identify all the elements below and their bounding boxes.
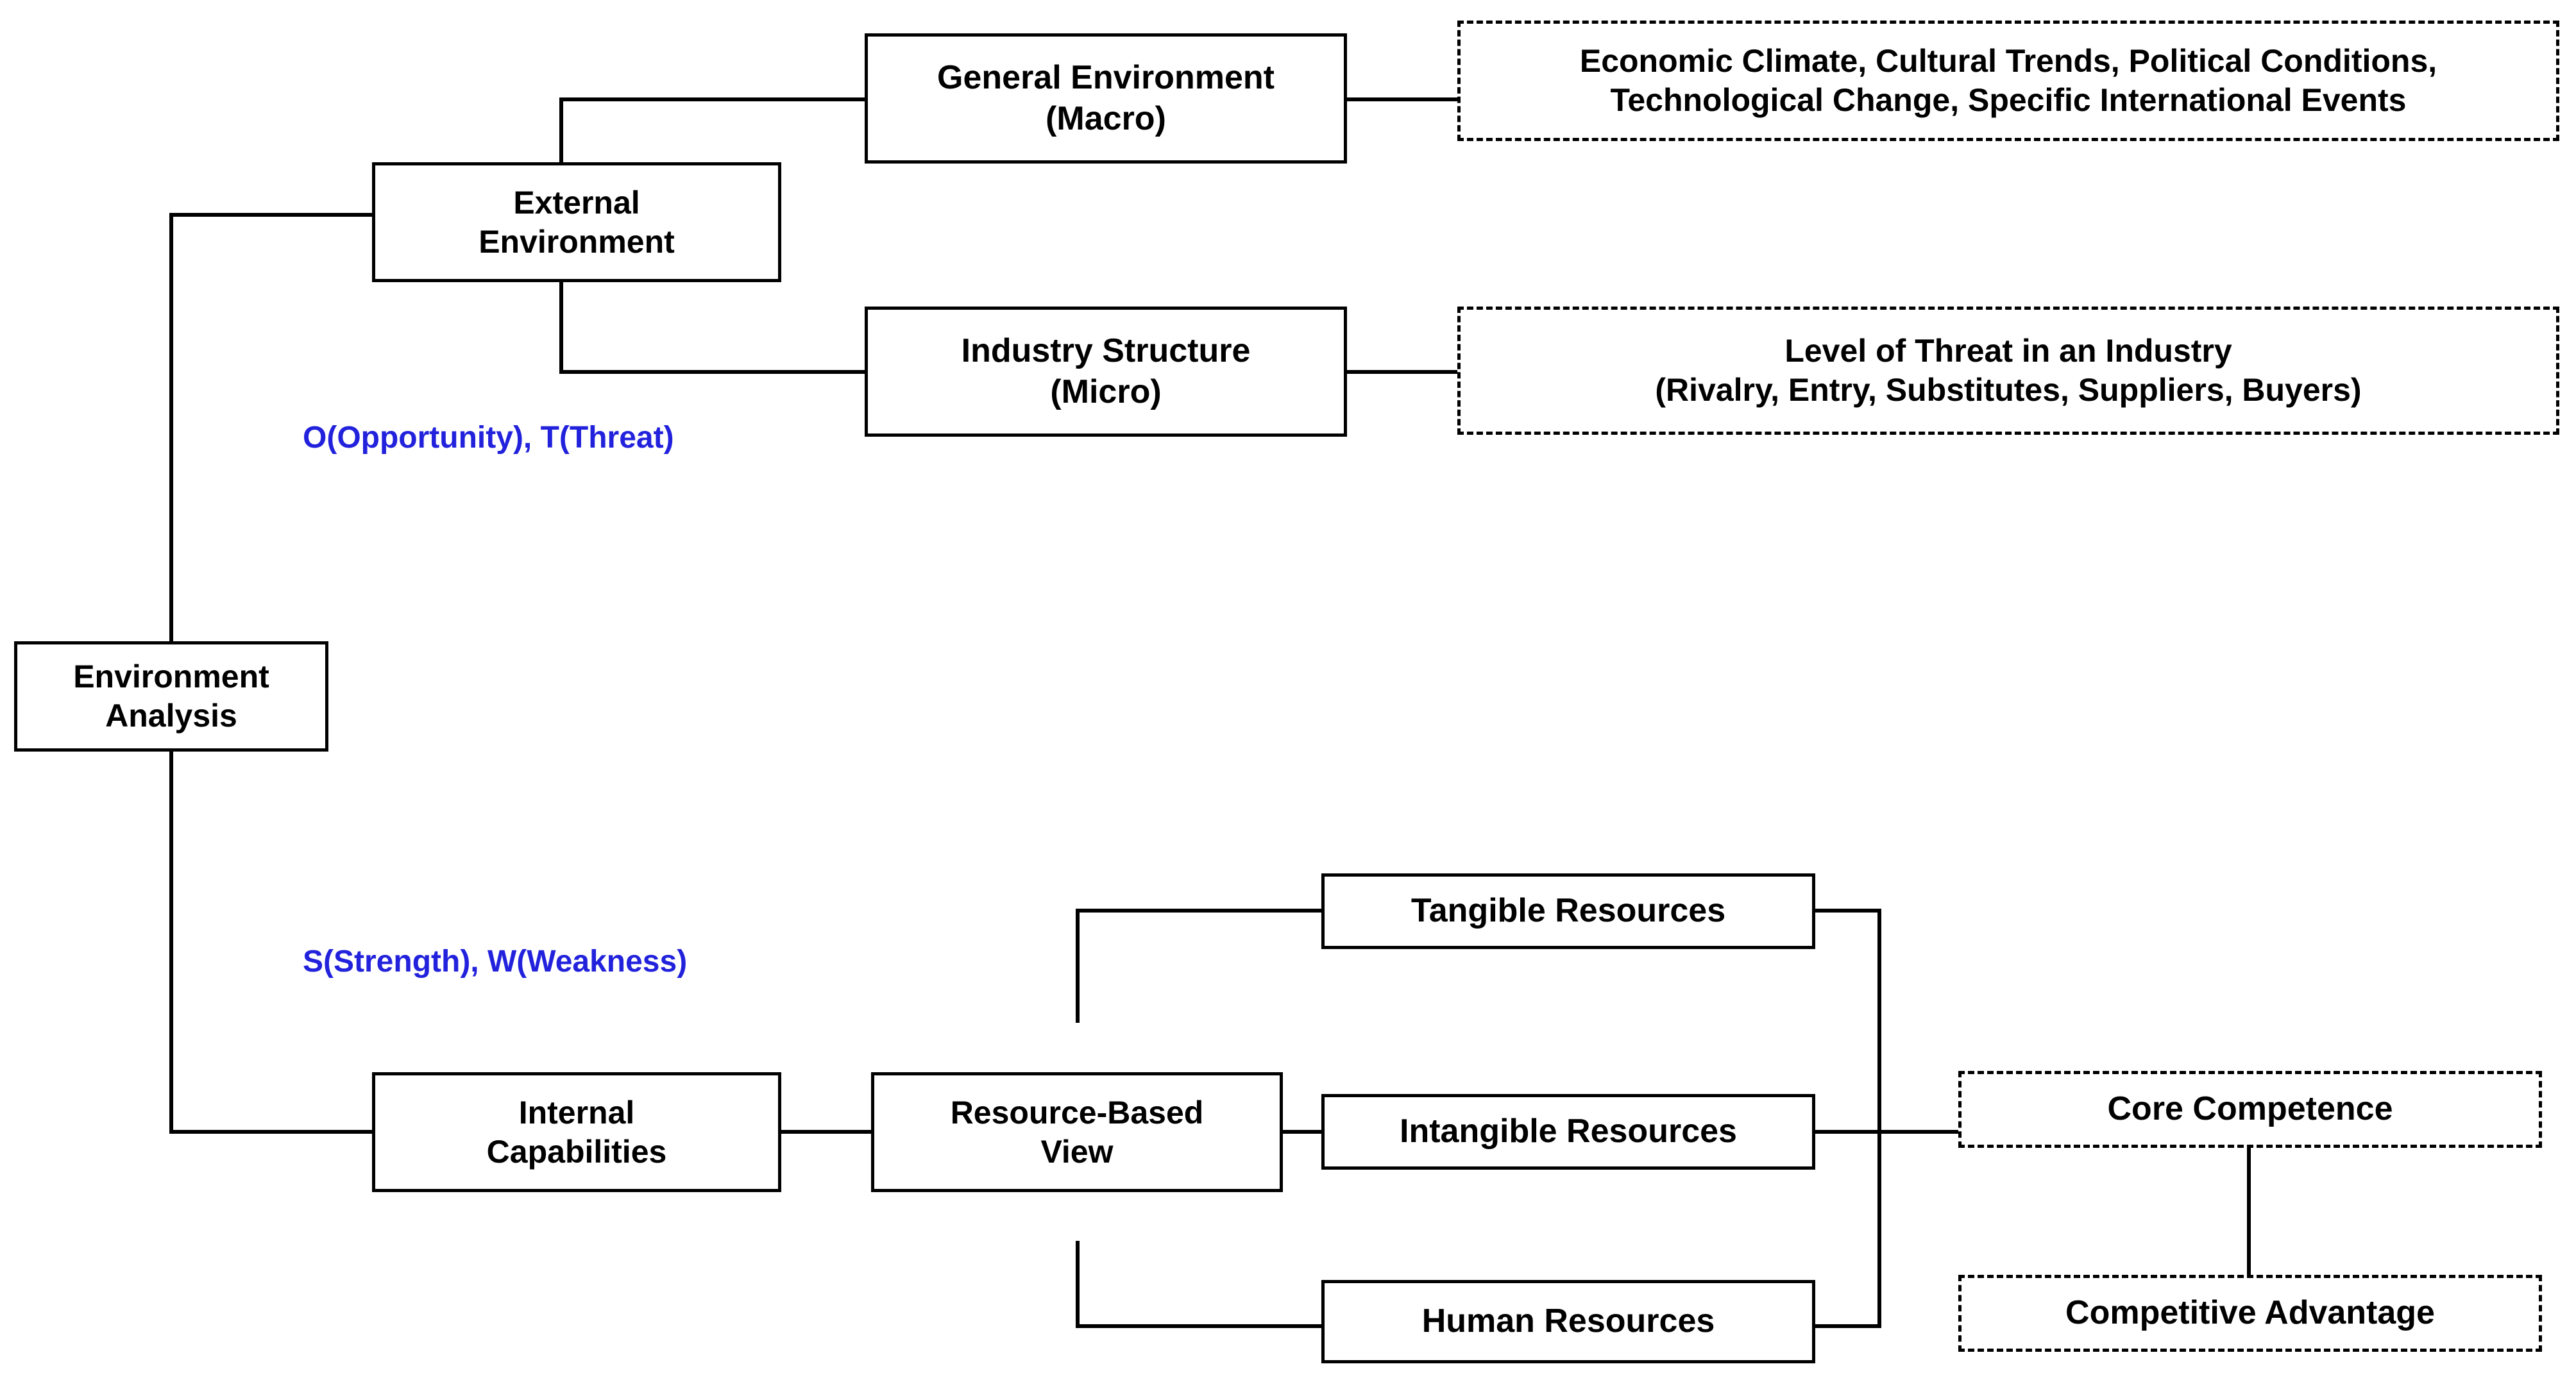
node-general-environment-detail-line1: Economic Climate, Cultural Trends, Polit… [1579,43,2437,79]
node-tangible-resources[interactable]: Tangible Resources [1321,873,1815,949]
node-resource-based-view-line2: View [1040,1133,1114,1170]
node-industry-structure-detail-line2: (Rivalry, Entry, Substitutes, Suppliers,… [1655,372,2362,408]
edge-external-to-industry [559,282,865,374]
node-general-environment[interactable]: General Environment (Macro) [865,33,1347,164]
node-internal-capabilities-line2: Capabilities [486,1133,667,1170]
node-external-environment-line2: Environment [479,223,675,260]
node-external-environment[interactable]: External Environment [372,162,781,282]
node-internal-capabilities[interactable]: Internal Capabilities [372,1072,781,1192]
node-general-environment-detail[interactable]: Economic Climate, Cultural Trends, Polit… [1457,21,2559,141]
node-intangible-resources-label: Intangible Resources [1400,1113,1737,1150]
node-competitive-advantage-label: Competitive Advantage [2065,1294,2435,1332]
node-industry-structure-line2: (Micro) [1050,373,1162,410]
node-environment-analysis[interactable]: Environment Analysis [14,641,328,752]
node-intangible-resources[interactable]: Intangible Resources [1321,1094,1815,1170]
node-industry-structure-line1: Industry Structure [961,332,1251,370]
edge-rbv-to-human [1076,1241,1321,1328]
node-external-environment-line1: External [513,184,640,221]
node-human-resources-label: Human Resources [1421,1302,1715,1340]
edge-rbv-to-tangible [1076,909,1321,1023]
node-industry-structure[interactable]: Industry Structure (Micro) [865,307,1347,437]
annotation-swot-internal: S(Strength), W(Weakness) [303,945,688,979]
edge-resources-collector [1815,909,1881,1328]
node-core-competence[interactable]: Core Competence [1958,1071,2542,1148]
annotation-swot-external: O(Opportunity), T(Threat) [303,421,674,455]
edge-external-to-general [559,97,865,162]
node-environment-analysis-line1: Environment [73,659,269,694]
edge-root-to-internal [169,752,372,1134]
node-general-environment-line1: General Environment [937,59,1275,97]
node-general-environment-detail-line2: Technological Change, Specific Internati… [1610,82,2407,118]
node-competitive-advantage[interactable]: Competitive Advantage [1958,1275,2542,1352]
node-resource-based-view[interactable]: Resource-Based View [871,1072,1283,1192]
node-resource-based-view-line1: Resource-Based [950,1094,1204,1131]
node-tangible-resources-label: Tangible Resources [1411,892,1726,930]
node-internal-capabilities-line1: Internal [518,1094,635,1131]
node-general-environment-line2: (Macro) [1046,99,1166,137]
node-industry-structure-detail[interactable]: Level of Threat in an Industry (Rivalry,… [1457,307,2559,435]
node-human-resources[interactable]: Human Resources [1321,1280,1815,1363]
node-core-competence-label: Core Competence [2107,1090,2393,1128]
node-industry-structure-detail-line1: Level of Threat in an Industry [1784,333,2232,369]
node-environment-analysis-line2: Analysis [105,698,237,734]
